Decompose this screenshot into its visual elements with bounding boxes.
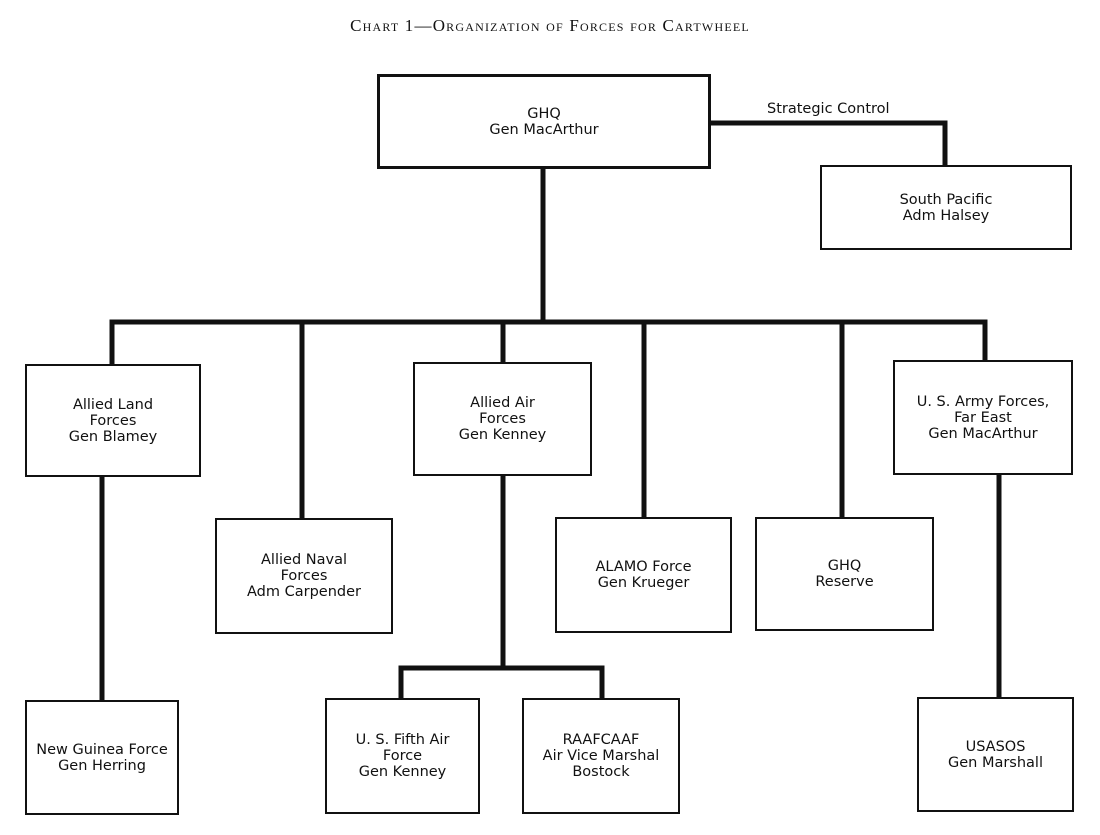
node-ghq-line-1: GHQ	[527, 105, 561, 122]
strategic-control-label: Strategic Control	[767, 101, 890, 117]
node-fifth-air-line-1: U. S. Fifth Air	[355, 732, 450, 748]
node-allied-naval-line-1: Allied Naval	[261, 552, 347, 568]
node-ghq-reserve-line-1: GHQ	[827, 558, 862, 574]
node-raafcaaf: RAAFCAAF Air Vice Marshal Bostock	[522, 698, 680, 814]
node-new-guinea-line-1: New Guinea Force	[36, 741, 168, 758]
node-alamo: ALAMO Force Gen Krueger	[555, 517, 732, 633]
node-allied-naval: Allied Naval Forces Adm Carpender	[215, 518, 393, 634]
node-allied-land-line-1: Allied Land	[72, 396, 154, 413]
node-south-pacific-line-2: Adm Halsey	[902, 207, 990, 224]
node-ghq: GHQ Gen MacArthur	[377, 74, 711, 169]
node-ghq-reserve: GHQ Reserve	[755, 517, 934, 631]
node-allied-air-line-3: Gen Kenney	[458, 427, 547, 443]
node-usasos-line-2: Gen Marshall	[947, 754, 1043, 771]
node-new-guinea: New Guinea Force Gen Herring	[25, 700, 179, 815]
node-usaffe: U. S. Army Forces, Far East Gen MacArthu…	[893, 360, 1073, 475]
node-raafcaaf-line-2: Air Vice Marshal	[542, 748, 660, 764]
node-fifth-air-line-3: Gen Kenney	[358, 764, 447, 780]
node-allied-air-line-1: Allied Air	[470, 395, 535, 411]
node-usasos: USASOS Gen Marshall	[917, 697, 1074, 812]
node-usaffe-line-1: U. S. Army Forces,	[916, 393, 1050, 410]
node-allied-air: Allied Air Forces Gen Kenney	[413, 362, 592, 476]
node-usasos-line-1: USASOS	[965, 738, 1026, 755]
node-ghq-reserve-line-2: Reserve	[815, 574, 874, 590]
node-usaffe-line-2: Far East	[954, 409, 1012, 426]
node-new-guinea-line-2: Gen Herring	[58, 757, 146, 774]
node-fifth-air-line-2: Force	[382, 748, 423, 764]
node-allied-land-line-3: Gen Blamey	[68, 428, 158, 445]
node-allied-naval-line-2: Forces	[280, 568, 328, 584]
node-allied-land: Allied Land Forces Gen Blamey	[25, 364, 201, 477]
node-ghq-line-2: Gen MacArthur	[489, 121, 599, 138]
node-fifth-air: U. S. Fifth Air Force Gen Kenney	[325, 698, 480, 814]
node-south-pacific-line-1: South Pacific	[899, 191, 993, 208]
edge-ghq-south-pacific	[707, 120, 948, 169]
node-raafcaaf-line-1: RAAFCAAF	[562, 732, 640, 748]
node-allied-land-line-2: Forces	[89, 412, 137, 429]
node-usaffe-line-3: Gen MacArthur	[928, 425, 1038, 442]
node-allied-air-line-2: Forces	[479, 411, 526, 427]
node-alamo-line-2: Gen Krueger	[597, 575, 690, 591]
node-allied-naval-line-3: Adm Carpender	[247, 584, 361, 600]
chart-title: Chart 1—Organization of Forces for Cartw…	[350, 16, 750, 35]
node-raafcaaf-line-3: Bostock	[572, 764, 630, 780]
node-alamo-line-1: ALAMO Force	[595, 559, 692, 575]
node-south-pacific: South Pacific Adm Halsey	[820, 165, 1072, 250]
